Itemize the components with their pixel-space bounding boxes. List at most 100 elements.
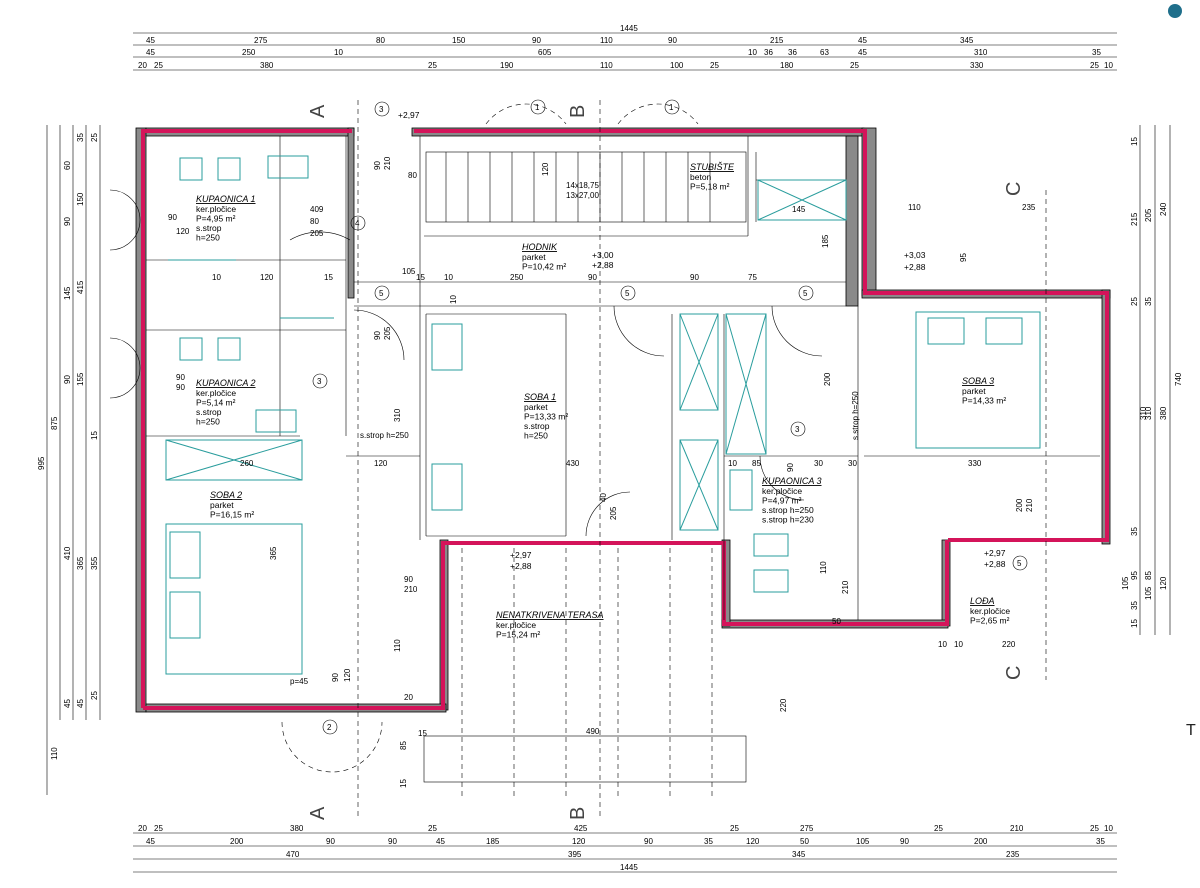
right-dim: 35 — [1130, 527, 1139, 536]
left-dim: 995 — [37, 456, 46, 470]
top-dim: 35 — [1092, 48, 1101, 57]
room-info-kupaonica2: ker.pločice — [196, 388, 236, 398]
bottom-dim: 35 — [1096, 837, 1105, 846]
opening-number: 3 — [795, 425, 800, 434]
room-title-soba2: SOBA 2 — [210, 490, 242, 500]
left-dim: 415 — [76, 280, 85, 294]
room-info-kupaonica1: h=250 — [196, 233, 220, 243]
inner-dim: 235 — [1022, 203, 1036, 212]
inner-dim: 15 — [416, 273, 425, 282]
top-dim: 250 — [242, 48, 256, 57]
left-dim: 35 — [76, 133, 85, 142]
left-dimensions — [46, 125, 101, 795]
opening-marker — [798, 285, 814, 301]
level-mark: +3,00 — [592, 250, 614, 260]
bottom-dim: 470 — [286, 850, 300, 859]
opening-marker — [374, 285, 390, 301]
opening-number: 2 — [327, 723, 332, 732]
top-dim: 25 — [1090, 61, 1099, 70]
inner-dim: 205 — [310, 229, 324, 238]
room-info-loda: ker.pločice — [970, 606, 1010, 616]
room-title-stubiste: STUBIŠTE — [690, 162, 735, 172]
left-dim: 90 — [63, 217, 72, 226]
right-dim: 380 — [1159, 406, 1168, 420]
bottom-dim: 425 — [574, 824, 588, 833]
inner-dim: 90 — [373, 161, 382, 170]
inner-dim: 85 — [752, 459, 761, 468]
inner-dim: 15 — [418, 729, 427, 738]
inner-dim: 120 — [374, 459, 388, 468]
bottom-dim: 185 — [486, 837, 500, 846]
bottom-dim: 25 — [1090, 824, 1099, 833]
left-dim: 15 — [90, 431, 99, 440]
left-dim: 45 — [63, 699, 72, 708]
bottom-dim: 120 — [572, 837, 586, 846]
top-dim: 25 — [850, 61, 859, 70]
room-info-kupaonica2: s.strop — [196, 407, 222, 417]
room-info-hodnik: parket — [522, 252, 546, 262]
inner-dim: 90 — [168, 213, 177, 222]
top-dim: 605 — [538, 48, 552, 57]
level-mark: +3,03 — [904, 250, 926, 260]
inner-dim: 10 — [728, 459, 737, 468]
right-dim: 15 — [1130, 619, 1139, 628]
right-dim: 35 — [1144, 297, 1153, 306]
right-dim: 740 — [1174, 372, 1183, 386]
bottom-dim: 50 — [800, 837, 809, 846]
top-dim: 45 — [146, 36, 155, 45]
room-info-soba1: h=250 — [524, 431, 548, 441]
inner-dim: 200 — [823, 372, 832, 386]
inner-dim: 220 — [1002, 640, 1016, 649]
room-title-kupaonica3: KUPAONICA 3 — [762, 476, 822, 486]
opening-number: 1 — [535, 103, 540, 112]
inner-dim: 205 — [383, 326, 392, 340]
top-dim: 310 — [974, 48, 988, 57]
inner-dim: 110 — [819, 561, 828, 574]
section-lines — [357, 100, 1047, 820]
opening-number: 3 — [317, 377, 322, 386]
inner-dim: 490 — [586, 727, 600, 736]
right-dim: 310 — [1144, 406, 1153, 420]
inner-dim: 80 — [408, 171, 417, 180]
fixtures — [165, 155, 1041, 675]
opening-marker — [1012, 555, 1028, 571]
room-info-soba2: parket — [210, 500, 234, 510]
room-info-kupaonica3: ker.pločice — [762, 486, 802, 496]
inner-dim: 10 — [938, 640, 947, 649]
right-dim: 205 — [1144, 208, 1153, 222]
inner-dim: 10 — [212, 273, 221, 282]
left-dim: 365 — [76, 556, 85, 570]
inner-dim: 20 — [404, 693, 413, 702]
inner-dim: 15 — [324, 273, 333, 282]
top-dim: 190 — [500, 61, 514, 70]
top-dim: 330 — [970, 61, 984, 70]
bottom-dim: 90 — [900, 837, 909, 846]
top-dim: 90 — [668, 36, 677, 45]
bottom-dim: 395 — [568, 850, 582, 859]
opening-number: 5 — [625, 289, 630, 298]
left-dim: 60 — [63, 161, 72, 170]
inner-dim: 30 — [814, 459, 823, 468]
inner-dim: 120 — [343, 668, 352, 682]
inner-dim: 90 — [331, 673, 340, 682]
left-dim: 25 — [90, 691, 99, 700]
bottom-dim: 345 — [792, 850, 806, 859]
edge-letter: T — [1186, 722, 1196, 739]
section-label-A: A — [307, 806, 329, 820]
room-title-kupaonica2: KUPAONICA 2 — [196, 378, 256, 388]
right-dim: 25 — [1130, 297, 1139, 306]
room-info-soba1: parket — [524, 402, 548, 412]
inner-dim: 85 — [399, 741, 408, 750]
level-mark: +2,97 — [510, 550, 532, 560]
room-title-kupaonica1: KUPAONICA 1 — [196, 194, 256, 204]
bottom-dim: 90 — [326, 837, 335, 846]
room-title-soba3: SOBA 3 — [962, 376, 994, 386]
right-dim: 215 — [1130, 212, 1139, 226]
left-dim: 355 — [90, 556, 99, 570]
room-info-soba1: P=13,33 m² — [524, 412, 568, 422]
inner-dim: 210 — [383, 156, 392, 170]
room-info-kupaonica3: s.strop h=250 — [762, 505, 814, 515]
ceiling-note: s.strop h=250 — [360, 431, 409, 440]
inner-dim: 40 — [599, 493, 608, 502]
bottom-dim: 35 — [704, 837, 713, 846]
